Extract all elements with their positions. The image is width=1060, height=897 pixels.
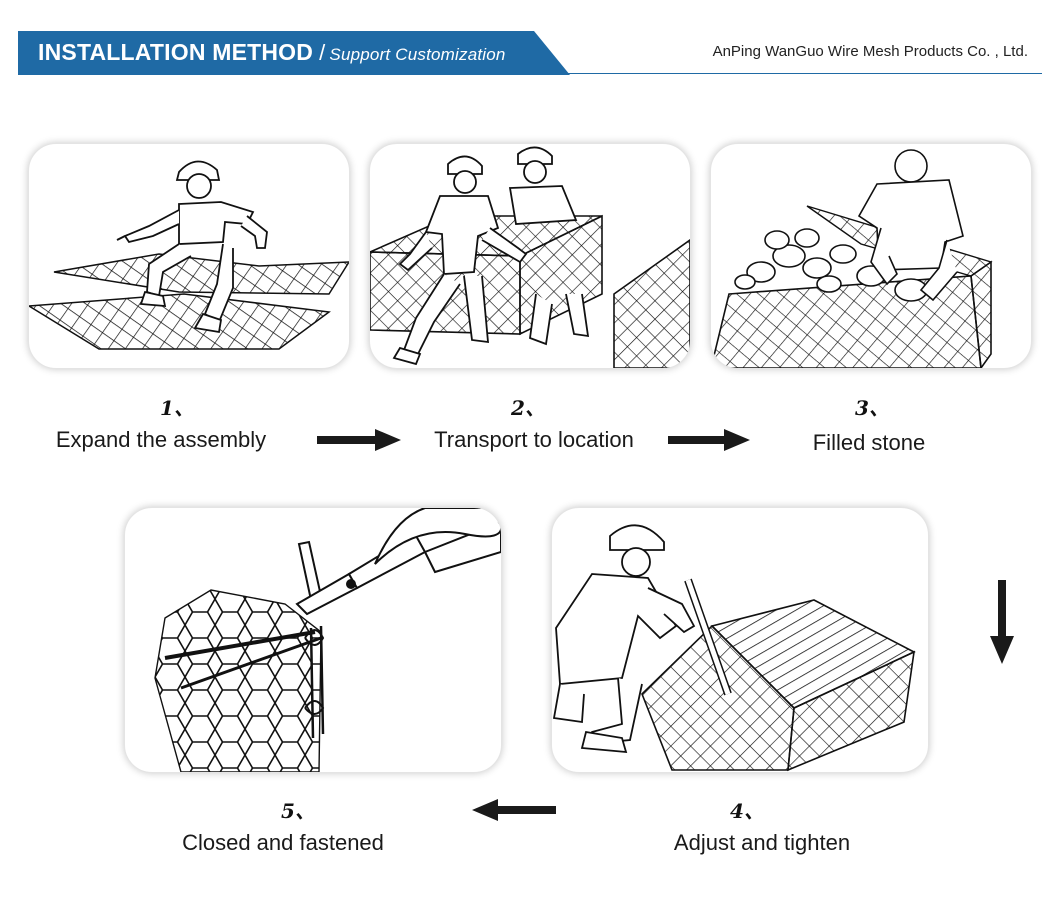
step-5-panel	[124, 507, 502, 773]
step-3-label: Filled stone	[812, 430, 926, 455]
worker-filling-stones-illustration	[711, 149, 993, 368]
page-title: INSTALLATION METHOD/Support Customizatio…	[38, 39, 506, 66]
arrow-left-icon	[472, 799, 556, 821]
header-banner: INSTALLATION METHOD/Support Customizatio…	[18, 31, 570, 75]
step-3-panel	[710, 143, 1032, 369]
header-title: INSTALLATION METHOD	[38, 39, 314, 65]
company-name: AnPing WanGuo Wire Mesh Products Co. , L…	[712, 43, 1028, 60]
arrow-right-icon	[668, 429, 750, 451]
pliers-fastening-hexagonal-mesh-illustration	[154, 508, 501, 772]
worker-tightening-box-illustration	[552, 524, 916, 772]
step-4-label: Adjust and tighten	[673, 830, 851, 855]
step-1-label: Expand the assembly	[55, 427, 267, 452]
step-4-number: 4、	[730, 799, 764, 823]
step-4-panel	[551, 507, 929, 773]
arrow-right-icon	[317, 429, 401, 451]
header-separator: /	[319, 40, 326, 65]
step-5-label: Closed and fastened	[182, 830, 384, 855]
header-subtitle: Support Customization	[329, 45, 506, 64]
step-1-number: 1、	[160, 396, 194, 420]
step-5-number: 5、	[281, 799, 315, 823]
header-divider	[540, 73, 1042, 74]
step-2-panel	[369, 143, 691, 369]
step-2-number: 2、	[511, 396, 545, 420]
worker-spreading-mesh-illustration	[29, 160, 349, 350]
step-3-number: 3、	[855, 396, 889, 420]
arrow-down-icon	[990, 580, 1014, 664]
step-2-label: Transport to location	[434, 427, 634, 452]
step-1-panel	[28, 143, 350, 369]
two-workers-carrying-gabion-illustration	[370, 146, 690, 368]
header-banner-shape	[18, 31, 570, 75]
